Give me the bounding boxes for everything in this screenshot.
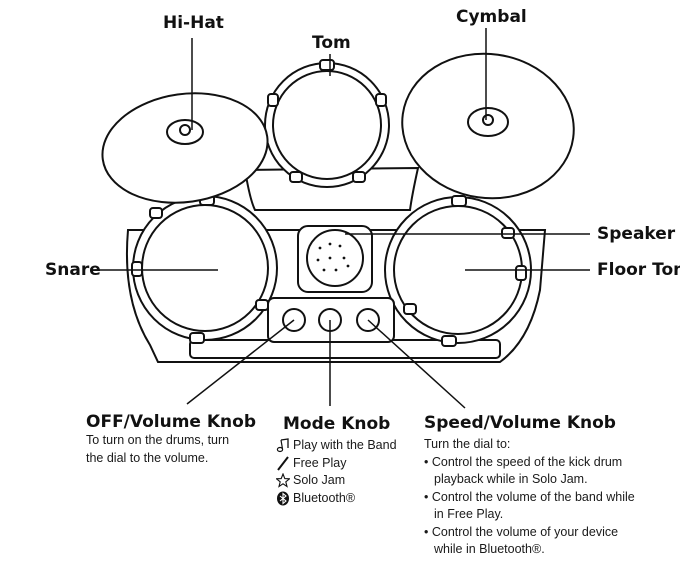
- off-volume-knob-title: OFF/Volume Knob: [86, 412, 257, 432]
- speaker-label: Speaker: [597, 224, 676, 244]
- speaker: [297, 225, 373, 293]
- tom-label: Tom: [312, 33, 351, 53]
- cymbal-label: Cymbal: [456, 7, 527, 27]
- off-volume-line: To turn on the drums, turn: [86, 433, 230, 447]
- star-icon: [276, 473, 290, 489]
- leader-lines: [95, 28, 590, 409]
- speed-volume-line: • Control the volume of the band while: [424, 489, 635, 504]
- control-panel: [267, 297, 395, 343]
- off-volume-knob-description: To turn on the drums, turn the dial to t…: [86, 432, 229, 467]
- speed-volume-knob-description: Turn the dial to: • Control the speed of…: [424, 436, 635, 559]
- cymbal: [401, 52, 575, 200]
- speed-volume-intro: Turn the dial to:: [424, 437, 511, 451]
- bluetooth-icon: [277, 491, 289, 506]
- mode-item-label: Solo Jam: [293, 473, 346, 487]
- mode-item: Bluetooth®: [276, 490, 397, 508]
- mode-item-label: Free Play: [293, 455, 347, 470]
- speed-volume-knob-title: Speed/Volume Knob: [424, 413, 616, 433]
- hihat-label: Hi-Hat: [163, 13, 224, 33]
- snare-label: Snare: [45, 260, 101, 280]
- mode-item: Solo Jam: [276, 472, 397, 490]
- mode-knob-title: Mode Knob: [283, 414, 391, 434]
- speed-volume-line: in Free Play.: [434, 507, 504, 521]
- mode-item: Play with the Band: [276, 437, 397, 455]
- speed-volume-line: playback while in Solo Jam.: [434, 472, 588, 486]
- music-note-icon: [276, 438, 289, 453]
- floor-tom-label: Floor Tom: [597, 260, 680, 280]
- speed-volume-line: • Control the speed of the kick drum: [424, 454, 623, 469]
- mode-item-label: Bluetooth®: [293, 490, 356, 505]
- speed-volume-line: • Control the volume of your device: [424, 524, 619, 539]
- tom-drum: [264, 59, 390, 188]
- drumstick-icon: [277, 456, 289, 471]
- off-volume-line: the dial to the volume.: [86, 450, 209, 465]
- hihat-cymbal: [101, 92, 269, 204]
- mode-item-label: Play with the Band: [293, 438, 397, 452]
- mode-knob-list: Play with the Band Free Play Solo Jam Bl…: [276, 437, 397, 507]
- floor-tom-drum: [384, 195, 532, 347]
- speed-volume-line: while in Bluetooth®.: [434, 542, 545, 556]
- speaker-grille: [316, 242, 350, 272]
- mode-item: Free Play: [276, 455, 397, 473]
- back-body: [243, 166, 420, 211]
